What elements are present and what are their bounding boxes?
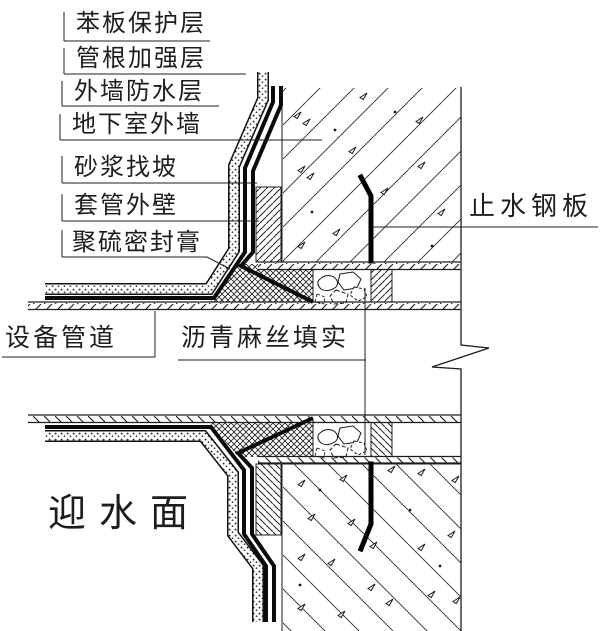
label-mortar-slope: 砂浆找坡 bbox=[74, 154, 178, 181]
label-pipe-root-reinforcement-layer: 管根加强层 bbox=[76, 45, 206, 72]
label-asphalt-oakum-fill: 沥青麻丝填实 bbox=[181, 324, 349, 352]
waterstop-plate-upper bbox=[357, 173, 374, 264]
oakum-fill-lower bbox=[312, 423, 393, 459]
label-equipment-pipe: 设备管道 bbox=[5, 324, 117, 352]
waterstop-plate-lower bbox=[357, 461, 374, 553]
pipe-root-reinforcement-membrane-lower bbox=[234, 416, 314, 622]
label-exterior-wall-waterproof-layer: 外墙防水层 bbox=[74, 78, 204, 105]
leader-lines bbox=[2, 12, 598, 455]
pipe-top-wall bbox=[28, 301, 461, 311]
casing-bottom-wall bbox=[258, 455, 461, 464]
label-basement-exterior-wall: 地下室外墙 bbox=[72, 111, 202, 138]
label-polystyrene-protection-layer: 苯板保护层 bbox=[76, 10, 206, 37]
mortar-slope-block-lower bbox=[255, 463, 282, 536]
wall-waterproofing-membrane-lower bbox=[45, 425, 268, 622]
sealant-crosshatch-upper bbox=[210, 264, 313, 302]
label-water-facing-side: 迎水面 bbox=[48, 493, 201, 535]
casing-top-wall bbox=[258, 261, 461, 271]
label-casing-outer-wall: 套管外壁 bbox=[74, 192, 178, 219]
oakum-fill-upper bbox=[312, 270, 393, 305]
wall-interior-edge-with-break bbox=[431, 87, 490, 631]
label-waterstop-steel-plate: 止水钢板 bbox=[469, 191, 593, 221]
label-polysulfide-sealant: 聚硫密封膏 bbox=[72, 229, 202, 256]
pipe-bottom-wall bbox=[28, 414, 461, 424]
pipe-root-reinforcement-membrane-upper bbox=[237, 86, 314, 304]
aggregate-marks-lower bbox=[297, 465, 461, 618]
aggregate-marks-upper bbox=[293, 92, 446, 249]
protection-board-lower bbox=[45, 430, 264, 622]
mortar-slope-block-upper bbox=[255, 186, 282, 263]
protection-board-upper bbox=[45, 72, 269, 295]
wall-waterproofing-membrane-upper bbox=[45, 86, 275, 300]
